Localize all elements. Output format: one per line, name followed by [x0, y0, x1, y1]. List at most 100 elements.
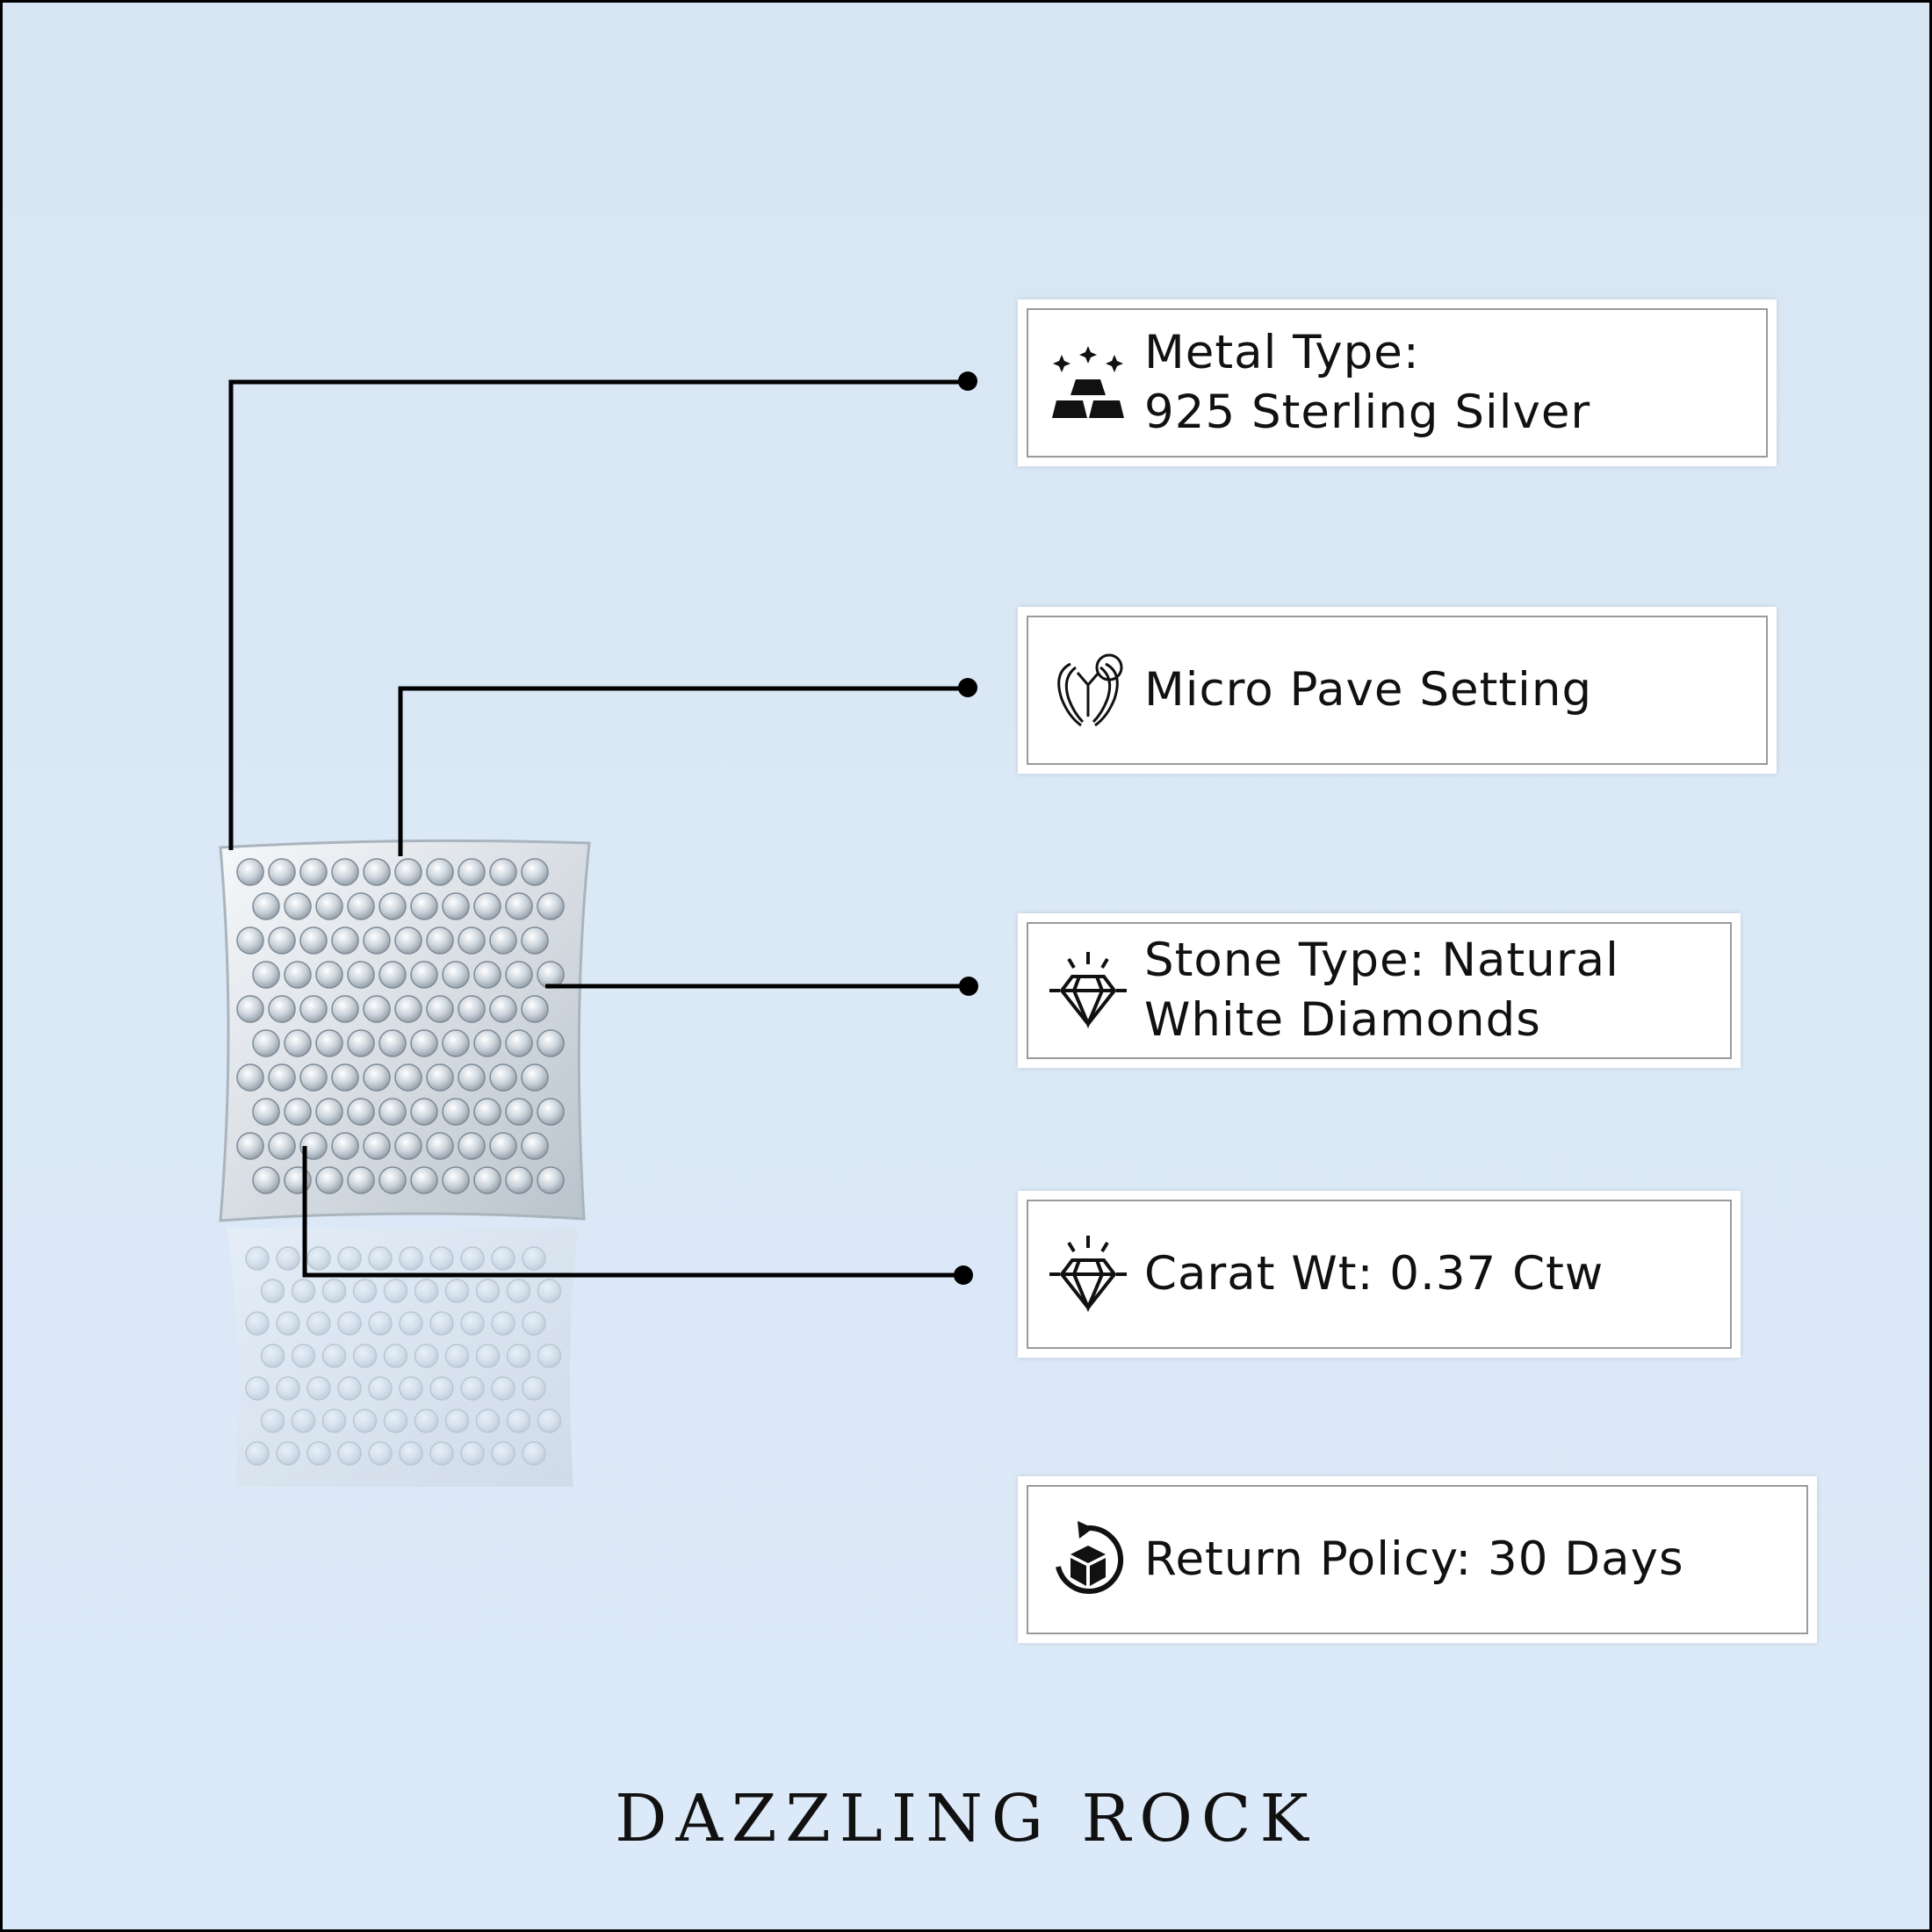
pave-diamond [321, 1344, 347, 1368]
feature-card-return-policy: Return Policy: 30 Days [1018, 1476, 1817, 1643]
pave-diamond [260, 1279, 285, 1303]
pave-diamond [236, 926, 264, 955]
leader-metal [228, 379, 967, 850]
pave-diamond [505, 1029, 533, 1057]
pave-diamond [315, 961, 343, 989]
pave-diamond [252, 892, 280, 920]
leader-carat-dot [954, 1265, 973, 1285]
pave-diamond [521, 1132, 549, 1160]
pave-diamond [442, 961, 470, 989]
pave-diamond [383, 1409, 408, 1433]
pave-diamond [291, 1344, 316, 1368]
pave-diamond [276, 1246, 300, 1271]
pave-diamond [368, 1311, 393, 1336]
pave-diamond [315, 1098, 343, 1126]
pave-diamond [414, 1279, 439, 1303]
pave-diamond [429, 1376, 454, 1401]
pave-diamond [505, 1098, 533, 1126]
pave-diamond [475, 1344, 501, 1368]
gold-bars-sparkle-icon [1044, 339, 1132, 427]
pave-diamond [442, 1166, 470, 1194]
pave-diamond [475, 1279, 501, 1303]
pave-diamond [458, 1063, 486, 1092]
pave-diamond [368, 1376, 393, 1401]
pave-diamond [299, 1063, 328, 1092]
pave-diamond [458, 995, 486, 1023]
pave-diamond [414, 1344, 439, 1368]
return-box-icon [1044, 1516, 1132, 1604]
pave-diamond [429, 1311, 454, 1336]
pave-diamond [245, 1246, 270, 1271]
return-policy-value: Return Policy: 30 Days [1144, 1532, 1684, 1586]
pave-diamond [426, 1063, 454, 1092]
feature-card-setting: Micro Pave Setting [1018, 607, 1777, 774]
pave-diamond [394, 995, 422, 1023]
pave-diamond [245, 1376, 270, 1401]
pave-diamond [475, 1409, 501, 1433]
pave-diamond [537, 1279, 562, 1303]
pave-diamond [347, 1029, 375, 1057]
pave-diamond [522, 1246, 546, 1271]
pave-diamond [429, 1246, 454, 1271]
pave-diamond [491, 1311, 515, 1336]
pave-diamond [321, 1409, 347, 1433]
metal-type-label: Metal Type: [1144, 326, 1420, 379]
pave-diamond [299, 926, 328, 955]
pave-diamond [505, 892, 533, 920]
callout-leader-lines [228, 371, 978, 1285]
pave-diamond [337, 1441, 362, 1466]
pave-diamond [473, 1029, 501, 1057]
pave-diamond [460, 1376, 485, 1401]
pave-diamond [236, 1063, 264, 1092]
pave-diamond [458, 1132, 486, 1160]
pave-diamond [394, 1063, 422, 1092]
pave-diamond [489, 995, 517, 1023]
pave-diamond [260, 1344, 285, 1368]
pave-diamond [410, 1166, 438, 1194]
feature-card-carat-weight: Carat Wt: 0.37 Ctw [1018, 1191, 1741, 1358]
pave-diamond [489, 858, 517, 886]
pave-diamond [537, 1098, 565, 1126]
pave-diamond [252, 961, 280, 989]
pave-diamond [410, 1098, 438, 1126]
pave-diamond [399, 1311, 423, 1336]
pave-diamond [491, 1246, 515, 1271]
pave-diamond [505, 961, 533, 989]
pave-diamond [521, 858, 549, 886]
pave-diamond [268, 1063, 296, 1092]
metal-type-value: 925 Sterling Silver [1144, 386, 1591, 439]
pave-diamond [491, 1441, 515, 1466]
pave-diamond [537, 1409, 562, 1433]
pave-diamond [284, 892, 312, 920]
pave-diamond [489, 1063, 517, 1092]
brand-logo: DAZZLING ROCK [615, 1781, 1317, 1856]
pave-diamond [368, 1441, 393, 1466]
pave-diamond [521, 1063, 549, 1092]
pave-diamond [347, 892, 375, 920]
pave-diamond [460, 1441, 485, 1466]
pave-diamond [473, 892, 501, 920]
pave-diamond [337, 1311, 362, 1336]
earring-reflection [227, 1228, 578, 1487]
pave-diamond [458, 858, 486, 886]
shining-diamond-icon [1044, 1230, 1132, 1318]
micro-pave-setting-icon [1044, 646, 1132, 734]
pave-diamond [284, 1098, 312, 1126]
pave-diamond [363, 995, 391, 1023]
pave-diamond [378, 1166, 407, 1194]
pave-diamond [315, 892, 343, 920]
pave-diamond [291, 1409, 316, 1433]
pave-diamond [236, 858, 264, 886]
pave-diamond [444, 1409, 470, 1433]
pave-diamond [347, 961, 375, 989]
stone-type-label: Stone Type: Natural [1144, 934, 1619, 987]
pave-diamond [352, 1409, 378, 1433]
pave-diamond [363, 858, 391, 886]
pave-diamond [442, 1029, 470, 1057]
pave-diamond [414, 1409, 439, 1433]
pave-diamond [245, 1441, 270, 1466]
pave-diamond [521, 926, 549, 955]
pave-diamond [378, 961, 407, 989]
pave-diamond [442, 892, 470, 920]
